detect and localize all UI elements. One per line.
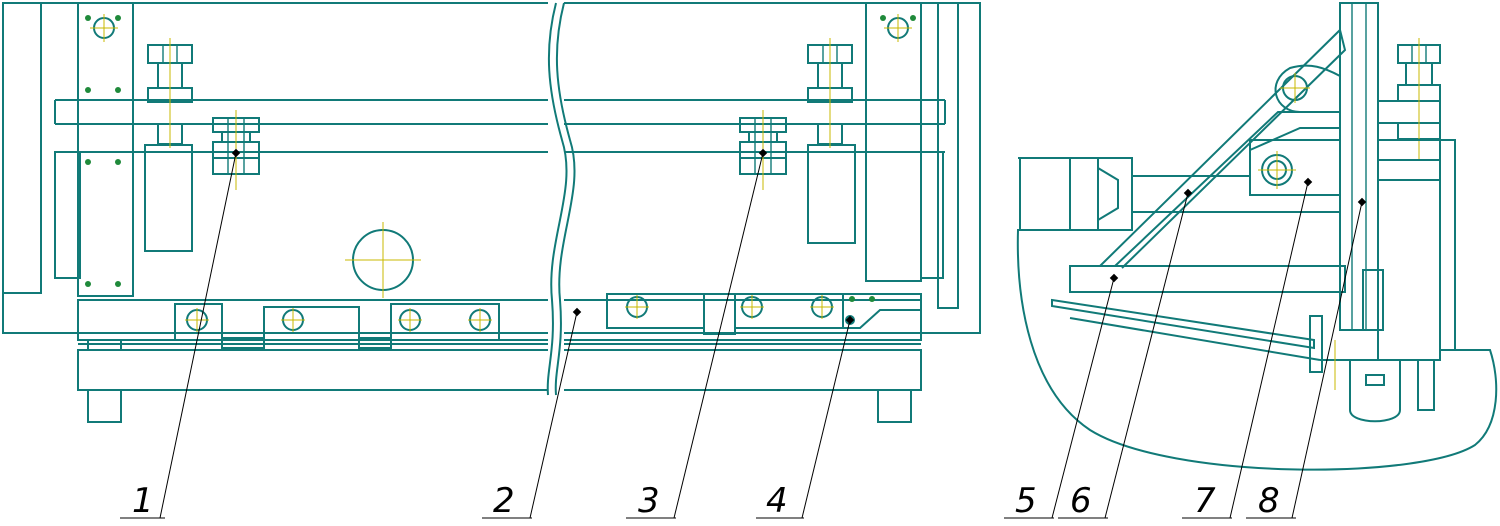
rail-screws xyxy=(185,295,834,332)
callout-6: 6 xyxy=(1070,481,1092,521)
callout-3: 3 xyxy=(638,481,660,521)
right-clamp-block xyxy=(807,144,856,244)
left-adjusting-bolt xyxy=(147,38,193,148)
break-line xyxy=(546,0,576,400)
left-clamp-block xyxy=(144,144,193,252)
right-foot xyxy=(877,389,912,423)
callout-8: 8 xyxy=(1258,481,1280,521)
pivot-block xyxy=(1249,139,1341,196)
right-view xyxy=(1016,2,1498,471)
diagonal-strut xyxy=(1099,28,1347,269)
side-bolt xyxy=(1377,38,1441,160)
left-inner-upright xyxy=(54,151,81,279)
body-outline xyxy=(1016,157,1498,471)
right-upright xyxy=(865,2,922,282)
callout-leaders xyxy=(120,148,1367,519)
right-side-plate xyxy=(937,2,959,309)
left-view xyxy=(2,0,981,423)
left-upright xyxy=(77,2,134,297)
outer-frame xyxy=(2,2,981,334)
right-adjusting-bolt xyxy=(807,38,853,148)
callout-7: 7 xyxy=(1194,481,1216,521)
callout-2: 2 xyxy=(493,481,515,521)
base-plate xyxy=(77,349,922,391)
callout-5: 5 xyxy=(1015,481,1037,521)
left-foot xyxy=(87,389,122,423)
left-side-plate xyxy=(2,2,42,294)
right-inner-upright xyxy=(920,151,944,279)
callout-1: 1 xyxy=(132,481,154,521)
callout-4: 4 xyxy=(766,481,788,521)
